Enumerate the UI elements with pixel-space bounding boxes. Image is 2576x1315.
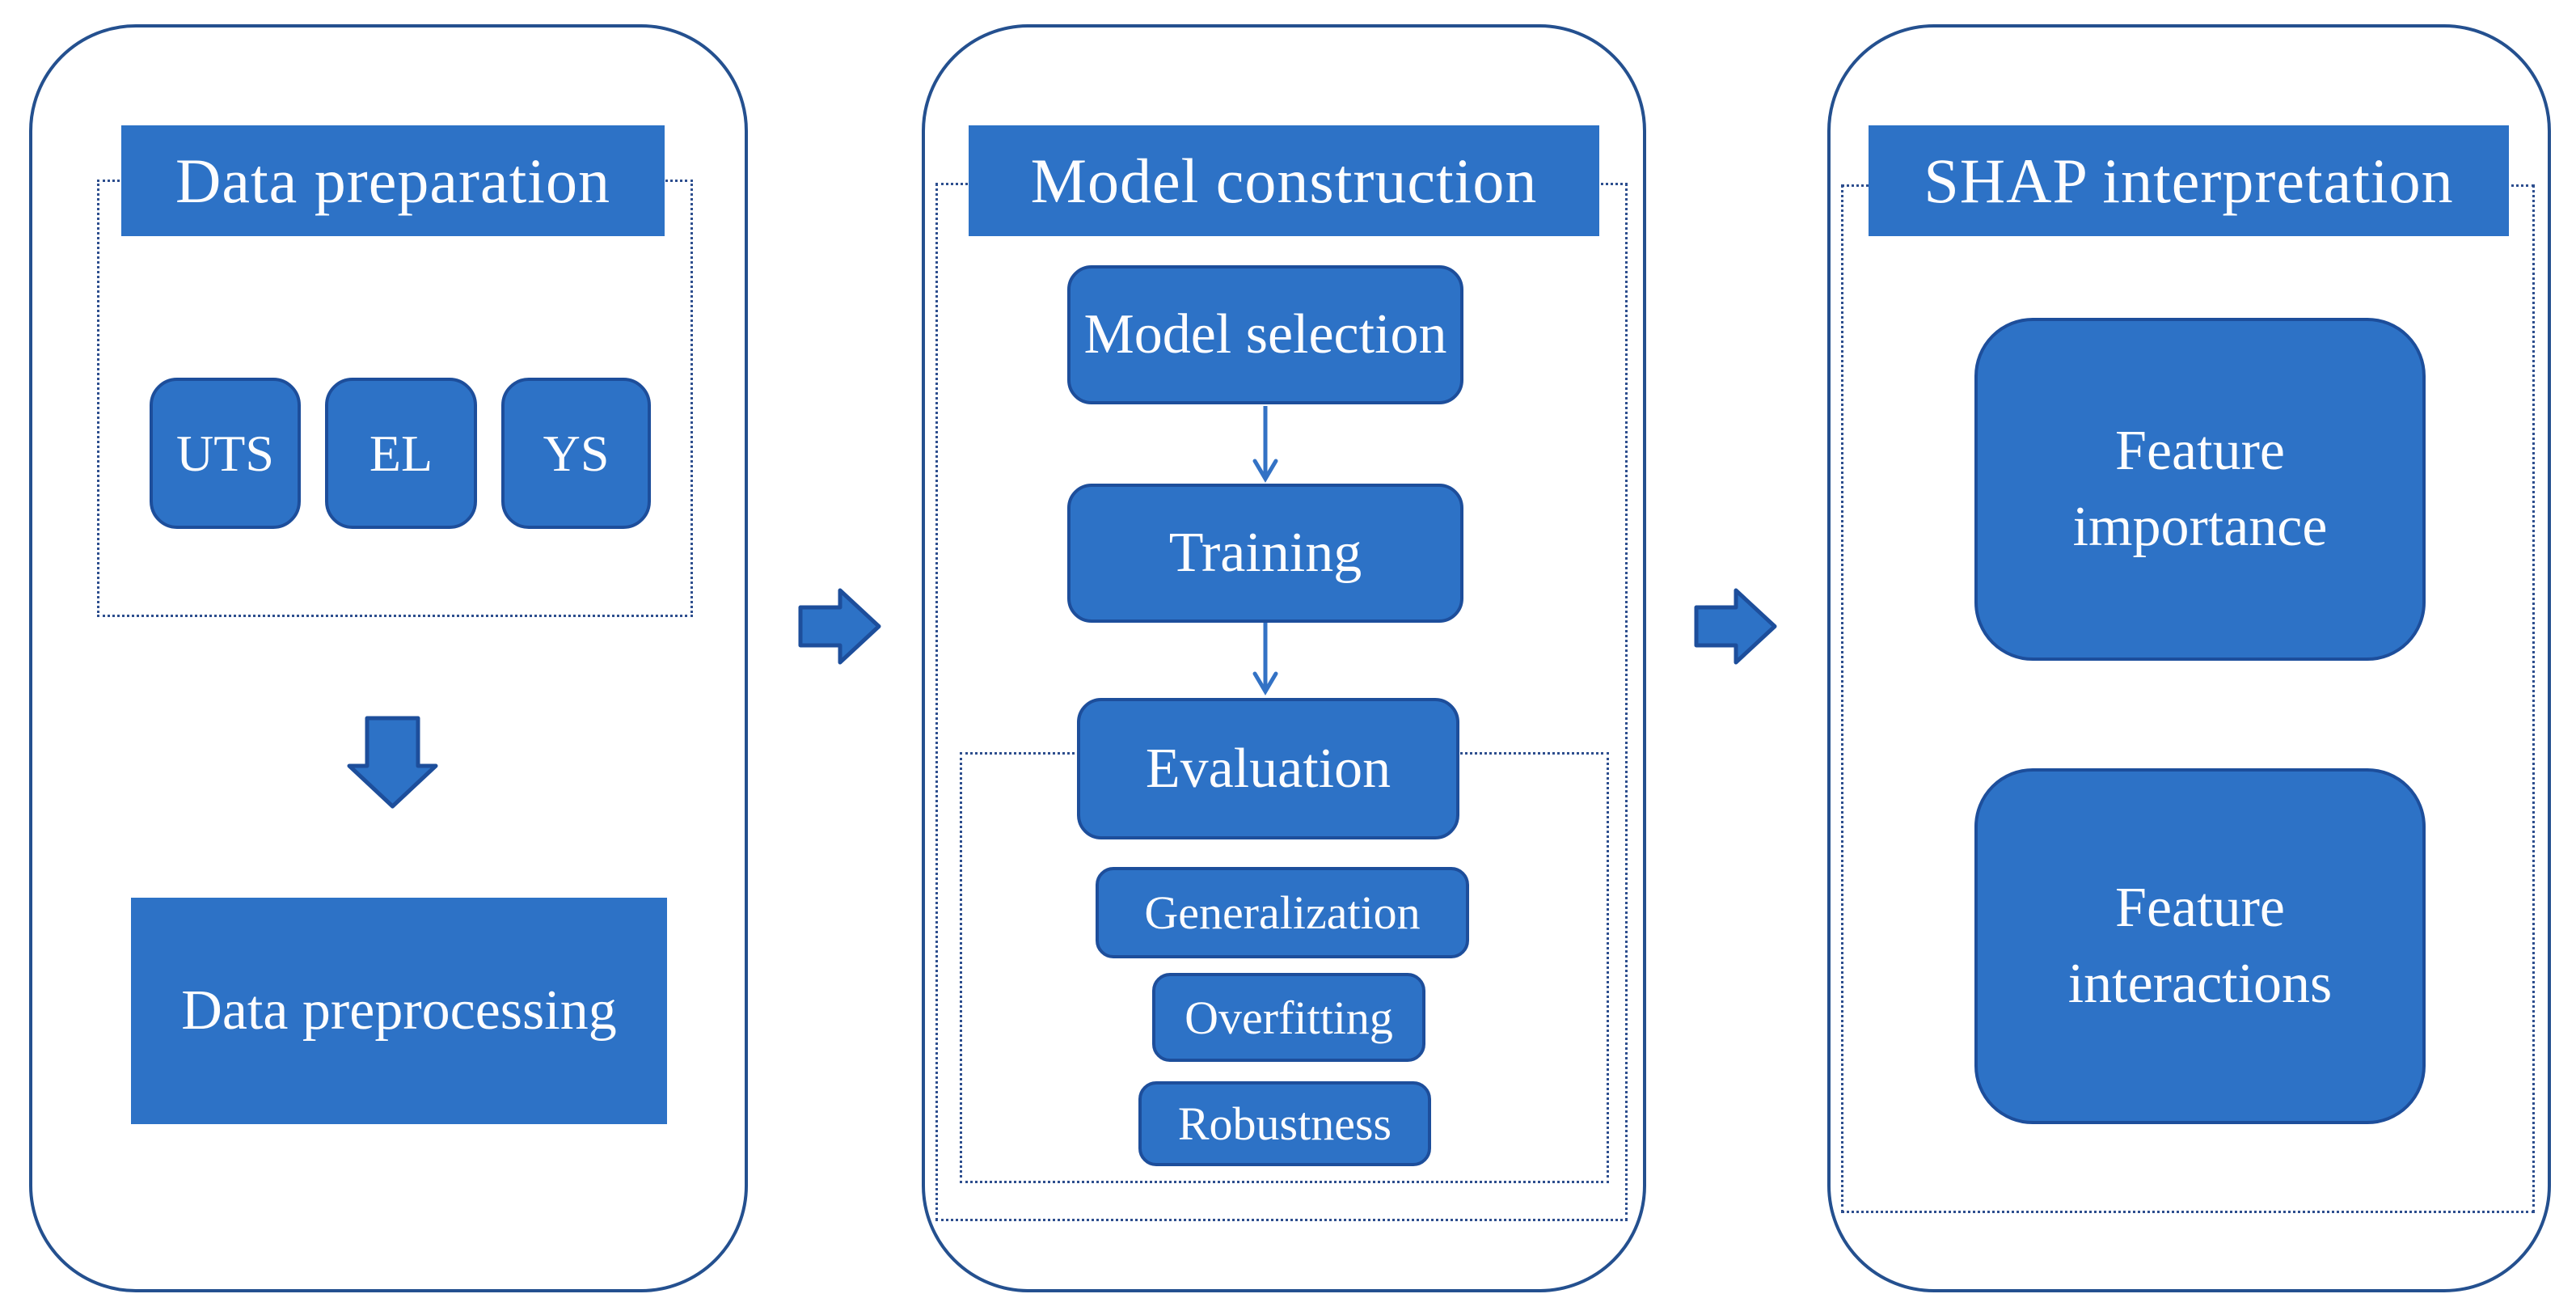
flow-arrow-right-icon	[798, 588, 881, 665]
target-box-uts: UTS	[150, 378, 301, 529]
flow-arrow-right-icon	[1694, 588, 1777, 665]
overfitting-box: Overfitting	[1152, 973, 1425, 1062]
step-arrow-down-icon	[1252, 406, 1278, 483]
evaluation-box: Evaluation	[1077, 698, 1459, 839]
target-box-ys: YS	[501, 378, 651, 529]
robustness-box: Robustness	[1138, 1081, 1431, 1166]
data-preprocessing-box: Data preprocessing	[131, 898, 667, 1124]
model-selection-box: Model selection	[1067, 265, 1463, 404]
shap-interpretation-header: SHAP interpretation	[1869, 125, 2509, 236]
step-arrow-down-icon	[1252, 621, 1278, 696]
data-preparation-header: Data preparation	[121, 125, 665, 236]
feature-interactions-box: Feature interactions	[1974, 768, 2426, 1124]
down-block-arrow-icon	[347, 716, 438, 809]
generalization-box: Generalization	[1096, 867, 1469, 958]
target-box-el: EL	[325, 378, 477, 529]
feature-importance-box: Feature importance	[1974, 318, 2426, 661]
training-box: Training	[1067, 484, 1463, 623]
model-construction-header: Model construction	[969, 125, 1599, 236]
